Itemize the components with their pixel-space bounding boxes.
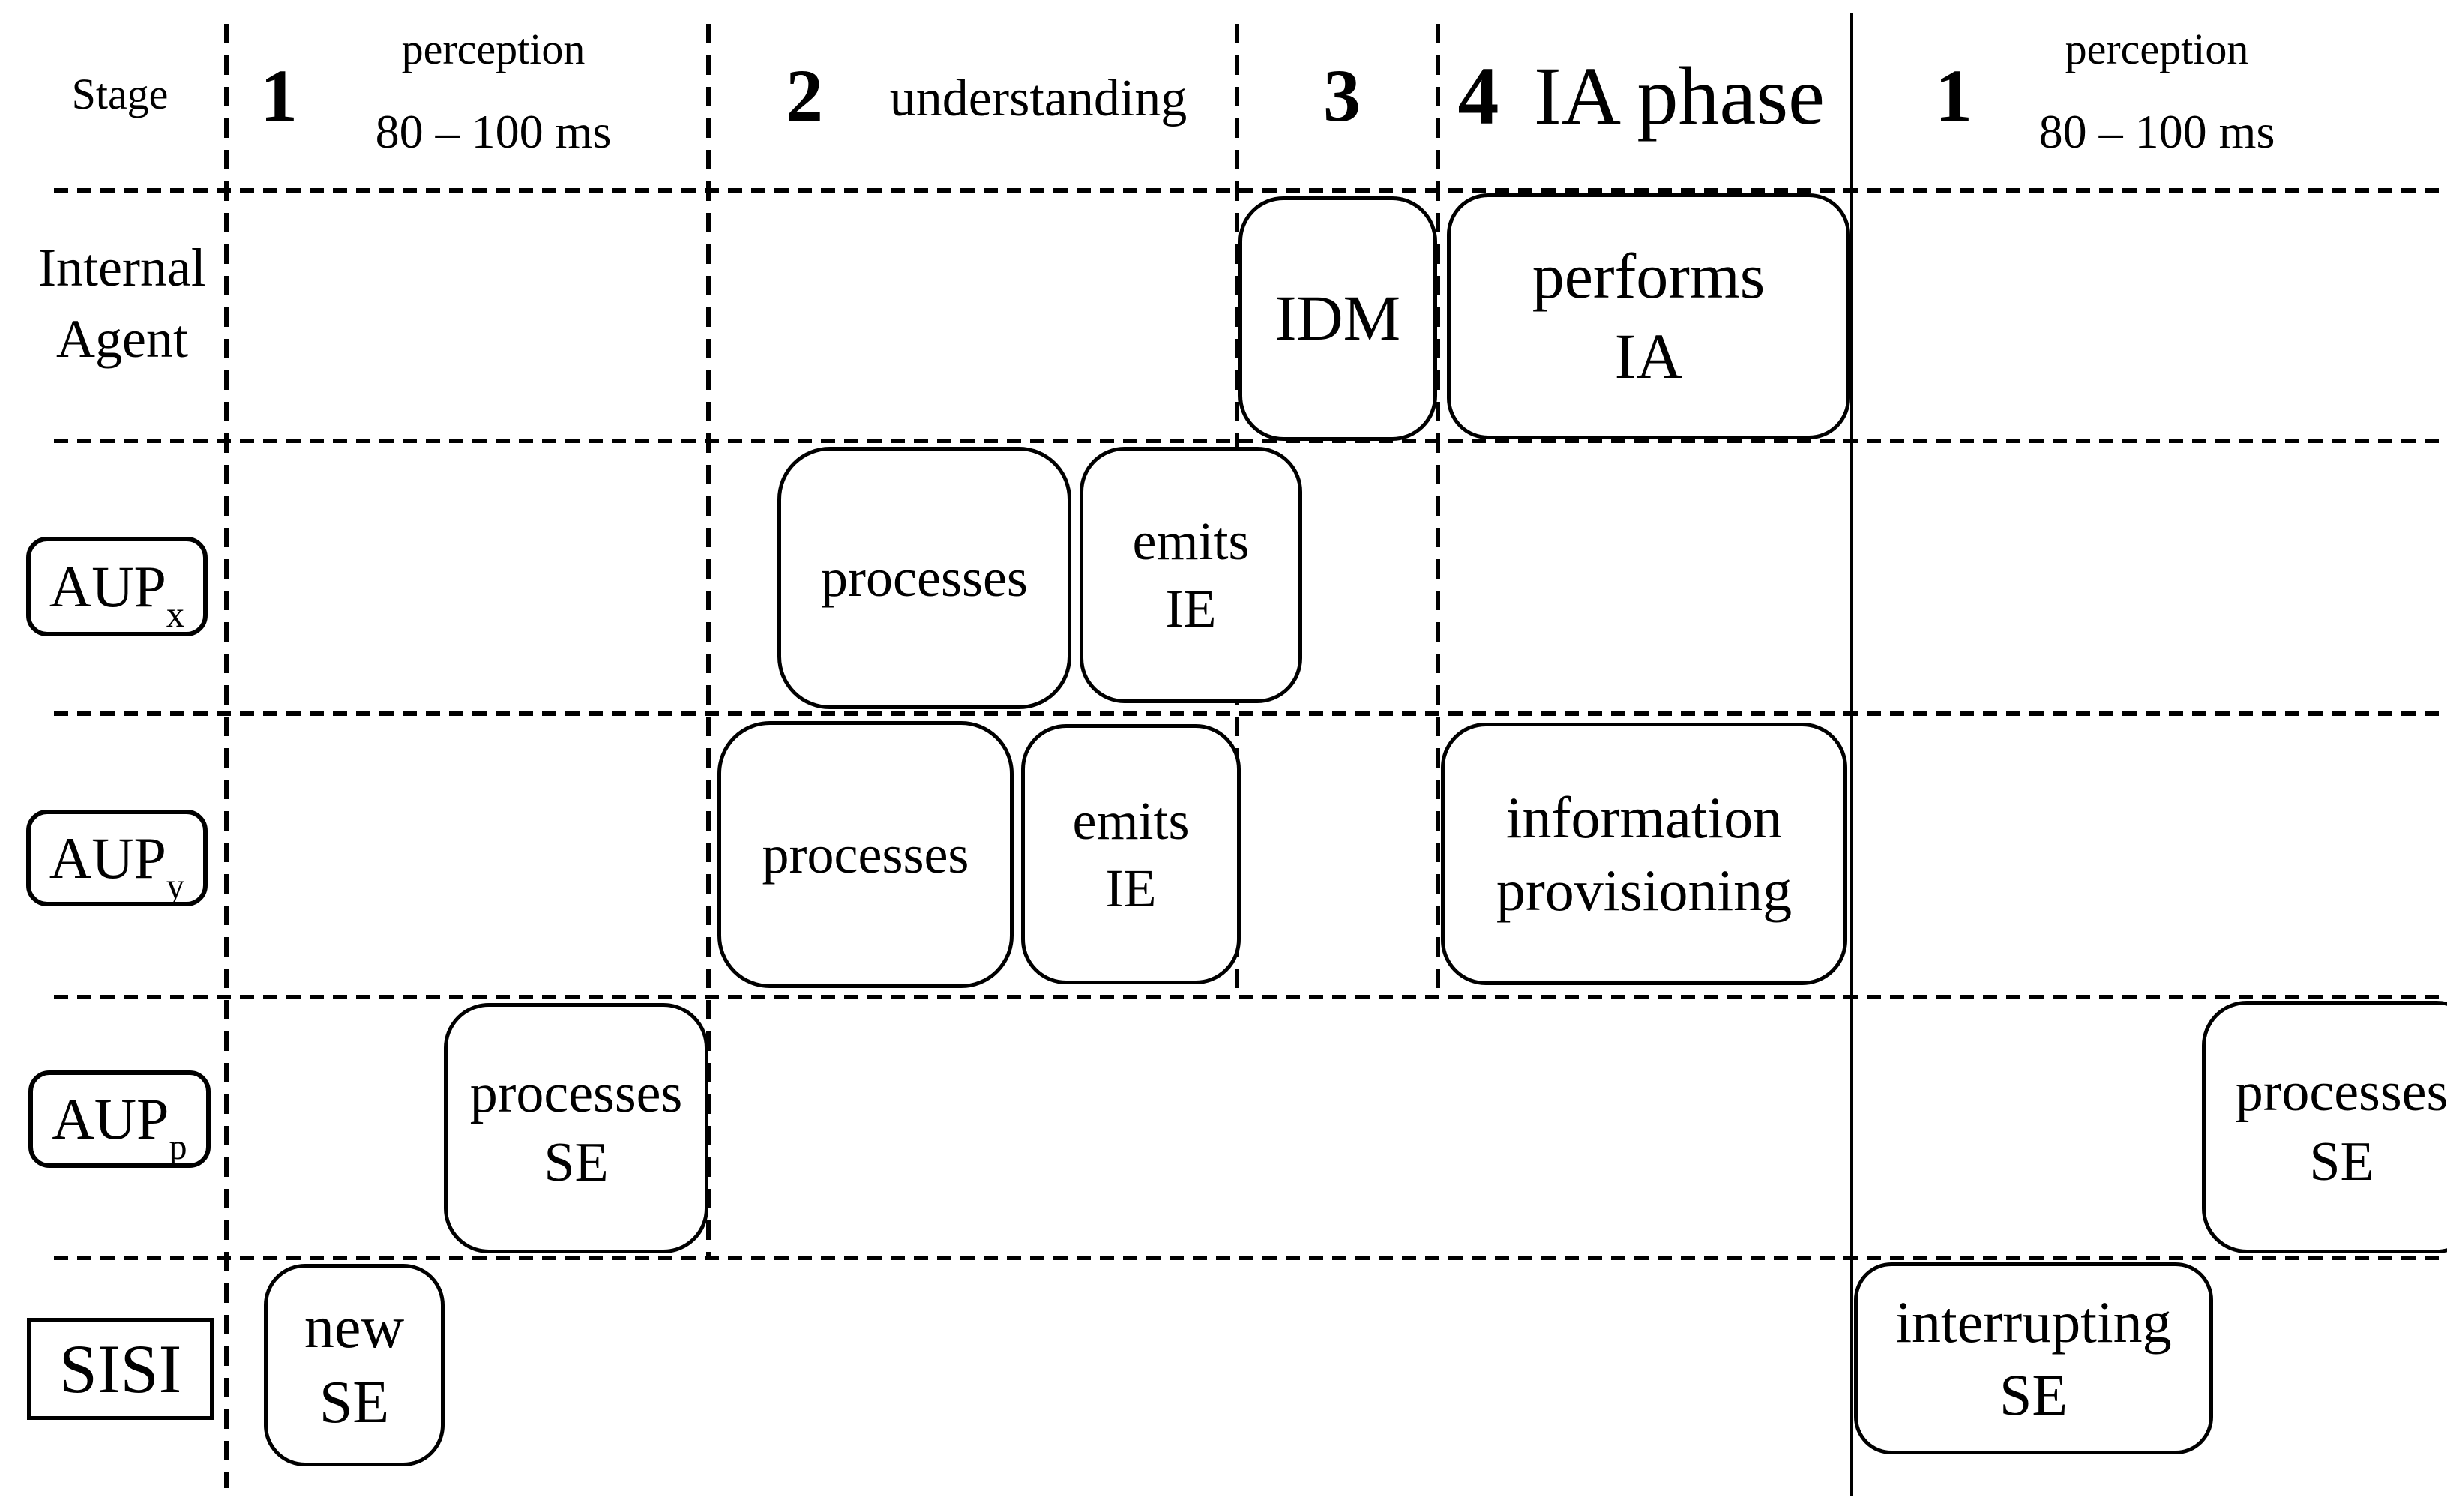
aup-x-label: AUPx (49, 553, 185, 635)
lane-label-aup-x: AUPx (26, 537, 208, 636)
activity-aupx-emits-ie: emits IE (1080, 447, 1302, 703)
activity-aupp-processes-se-next-cycle: processes SE (2202, 1001, 2447, 1253)
idm-text: IDM (1274, 282, 1401, 355)
aupy-emits-line2: IE (1105, 858, 1157, 918)
stage-1-next-cycle-title: perception (2065, 25, 2249, 73)
activity-aupy-processes: processes (717, 721, 1014, 988)
processes-se-line1: processes (469, 1062, 683, 1124)
processes-se-line2: SE (544, 1132, 609, 1193)
stage-1-title: perception (401, 25, 586, 73)
aupy-emits-line1: emits (1072, 790, 1190, 851)
lane-label-sisi: SISI (27, 1318, 214, 1420)
stage-1-next-cycle-duration: 80 – 100 ms (2038, 105, 2275, 158)
activity-idm: IDM (1238, 196, 1437, 441)
stage-4-title: IA phase (1534, 50, 1825, 142)
info-prov-line1: information (1505, 784, 1783, 850)
processes-se-next-line2: SE (2309, 1130, 2374, 1193)
stage-3-number: 3 (1323, 54, 1361, 137)
performs-ia-line2: IA (1614, 320, 1683, 392)
stage-4-number: 4 (1457, 50, 1499, 142)
activity-aupx-processes: processes (777, 447, 1071, 709)
activity-new-se: new SE (264, 1264, 445, 1466)
stage-1-next-cycle-number: 1 (1935, 54, 1972, 137)
aupx-processes-text: processes (821, 548, 1028, 608)
sisi-label: SISI (58, 1331, 182, 1407)
interrupting-se-line1: interrupting (1895, 1289, 2172, 1355)
info-prov-line2: provisioning (1496, 858, 1793, 923)
processes-se-next-line1: processes (2235, 1061, 2447, 1123)
internal-agent-line1: Internal (38, 238, 206, 298)
interrupting-se-line2: SE (1999, 1362, 2068, 1427)
new-se-line1: new (304, 1295, 405, 1361)
lane-label-internal-agent: Internal Agent (38, 232, 206, 375)
performs-ia-line1: performs (1532, 239, 1766, 312)
stage-2-title: understanding (889, 70, 1188, 127)
activity-aupy-emits-ie: emits IE (1021, 724, 1241, 984)
aup-p-label: AUPp (52, 1086, 187, 1168)
new-se-line2: SE (319, 1370, 390, 1436)
activity-information-provisioning: information provisioning (1441, 723, 1847, 985)
stage-header-label: Stage (71, 70, 169, 118)
stage-1-duration: 80 – 100 ms (375, 105, 612, 158)
activity-performs-ia: performs IA (1447, 193, 1850, 439)
lane-label-aup-p: AUPp (28, 1070, 211, 1168)
aupx-emits-line1: emits (1132, 511, 1250, 571)
aupy-processes-text: processes (762, 825, 969, 885)
aup-y-label: AUPy (49, 825, 185, 906)
activity-interrupting-se: interrupting SE (1854, 1262, 2213, 1454)
activity-aupp-processes-se: processes SE (444, 1003, 708, 1253)
stage-1-number: 1 (260, 54, 298, 137)
internal-agent-line2: Agent (56, 309, 188, 369)
aupx-emits-line2: IE (1165, 579, 1217, 639)
stage-2-number: 2 (786, 54, 823, 137)
lane-label-aup-y: AUPy (26, 810, 208, 906)
